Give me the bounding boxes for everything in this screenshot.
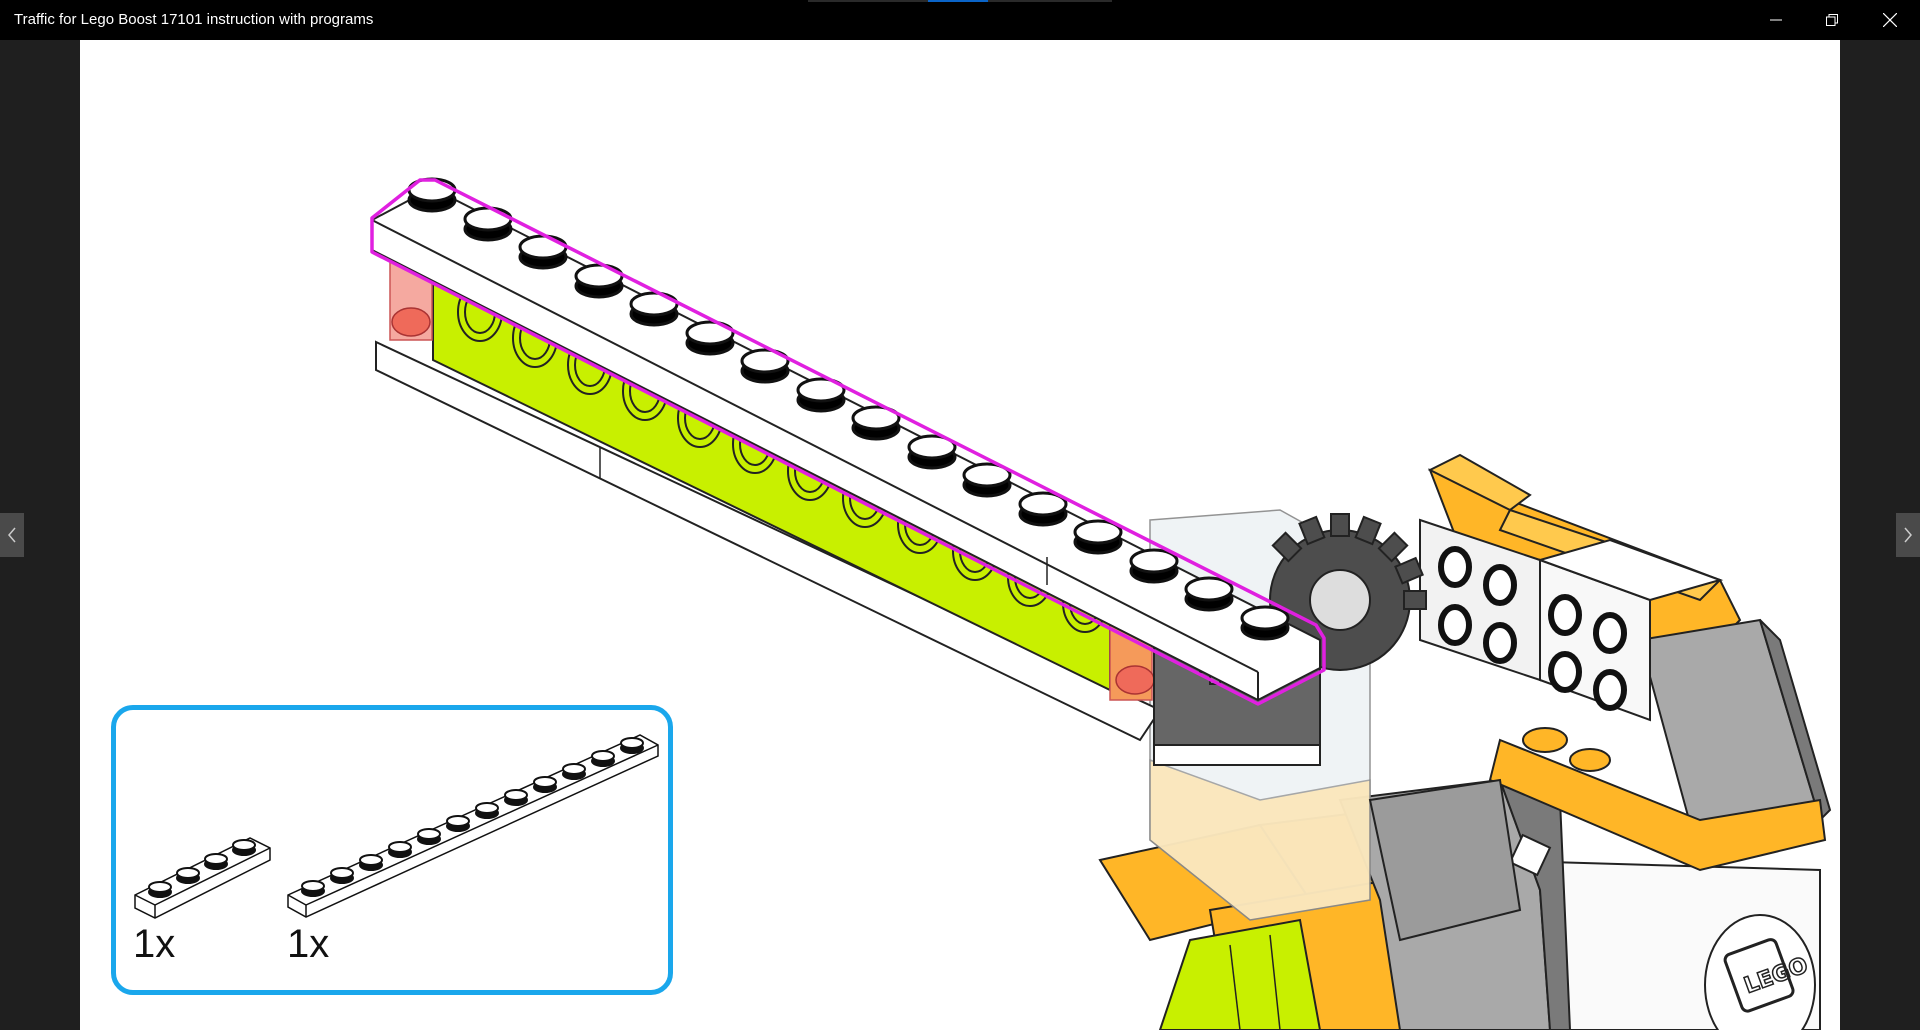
loading-progress-fill bbox=[928, 0, 988, 2]
title-bar: Traffic for Lego Boost 17101 instruction… bbox=[0, 0, 1920, 40]
minimize-icon bbox=[1770, 19, 1782, 21]
close-button[interactable] bbox=[1862, 0, 1918, 40]
new-part-highlight bbox=[370, 178, 1326, 706]
lego-instruction-illustration: LEGO bbox=[134, 177, 1832, 1030]
chevron-left-icon bbox=[8, 527, 16, 543]
minimize-button[interactable] bbox=[1748, 0, 1804, 40]
next-page-button[interactable] bbox=[1896, 513, 1920, 557]
window-title: Traffic for Lego Boost 17101 instruction… bbox=[14, 11, 374, 28]
chevron-right-icon bbox=[1904, 527, 1912, 543]
restore-icon bbox=[1826, 14, 1838, 26]
loading-progress bbox=[808, 0, 1112, 2]
restore-button[interactable] bbox=[1804, 0, 1860, 40]
parts-list-box bbox=[111, 705, 673, 995]
arm-assembly bbox=[370, 177, 1326, 766]
parts-list-drawings bbox=[134, 734, 659, 919]
part-quantity-1x12: 1x bbox=[287, 922, 330, 966]
boost-motor-assembly: LEGO bbox=[1098, 453, 1832, 1030]
part-quantity-1x4: 1x bbox=[133, 922, 176, 966]
previous-page-button[interactable] bbox=[0, 513, 24, 557]
plate-studs bbox=[407, 177, 1290, 641]
close-icon bbox=[1883, 13, 1897, 27]
image-viewer: LEGO bbox=[80, 40, 1840, 1030]
